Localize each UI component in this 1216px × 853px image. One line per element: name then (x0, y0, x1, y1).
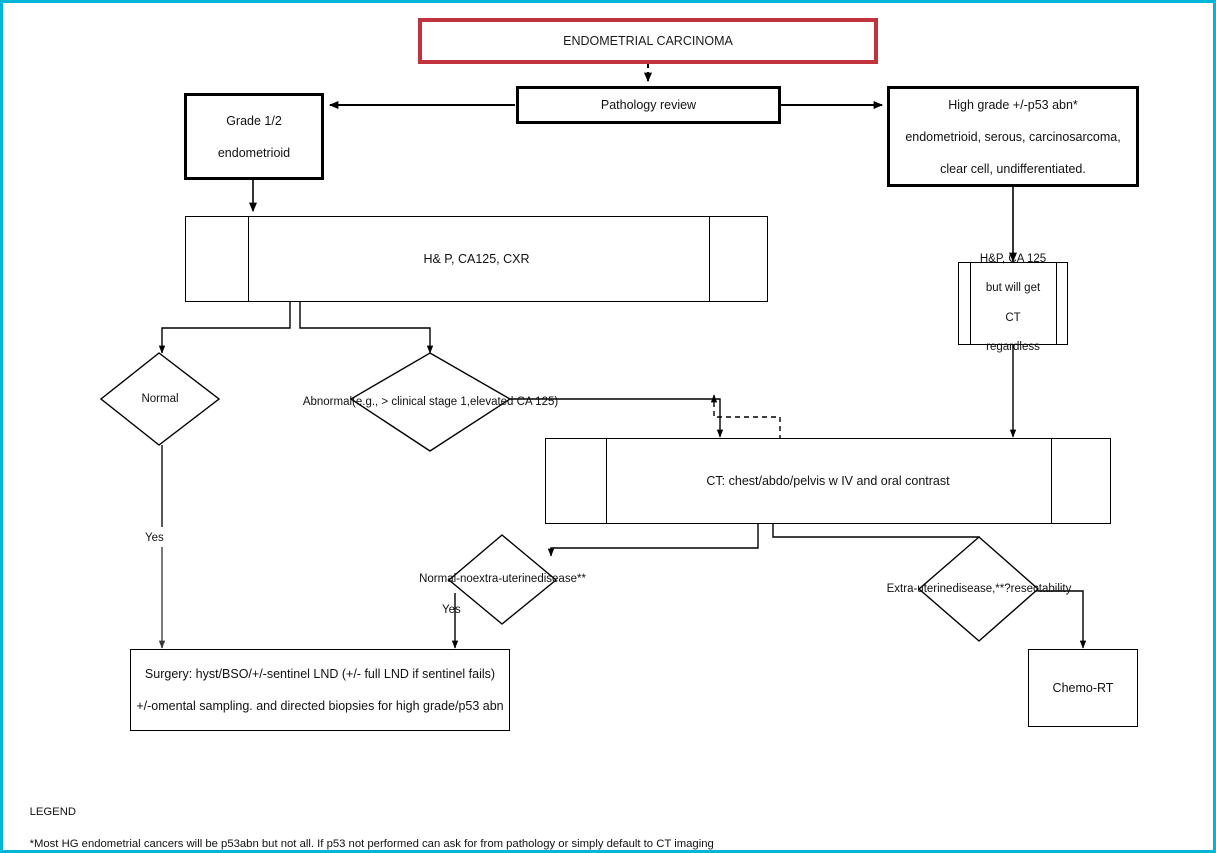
decision-extra-uterine-label: Extra-uterine disease,** ?resectability (887, 537, 1072, 641)
high-grade-line-2: endometrioid, serous, carcinosarcoma, (905, 129, 1121, 144)
edge-hp-to-abnormal (299, 302, 434, 354)
normal-no-line-3: disease** (537, 573, 586, 586)
surgery-line-2: +/-omental sampling. and directed biopsi… (136, 699, 504, 713)
legend-block: LEGEND *Most HG endometrial cancers will… (17, 788, 1114, 851)
node-grade-1-2-endometrioid[interactable]: Grade 1/2 endometrioid (184, 93, 324, 180)
edge-hp-to-normal (158, 302, 291, 354)
node-hp-ca125-cxr[interactable]: H& P, CA125, CXR (185, 216, 768, 302)
node-ct-scan[interactable]: CT: chest/abdo/pelvis w IV and oral cont… (545, 438, 1111, 524)
decision-normal-no-extra-uterine[interactable]: Normal-no extra-uterine disease** (419, 535, 586, 624)
node-hp-ca125-ct-regardless[interactable]: H&P, CA 125 but will get CT regardless (958, 253, 1068, 353)
high-grade-line-3: clear cell, undifferentiated. (940, 161, 1086, 176)
extra-uterine-line-1: Extra-uterine (886, 582, 953, 595)
legend-line-1: *Most HG endometrial cancers will be p53… (29, 838, 714, 851)
hp-divider-left (248, 217, 249, 301)
edge-label-yes-mid: Yes (442, 604, 461, 616)
hp-ca125-ct-label: H&P, CA 125 but will get CT regardless (980, 252, 1046, 355)
high-grade-label: High grade +/-p53 abn* endometrioid, ser… (905, 97, 1120, 177)
abnormal-line-1: Abnormal (302, 395, 353, 408)
node-high-grade[interactable]: High grade +/-p53 abn* endometrioid, ser… (887, 86, 1139, 187)
normal-no-line-1: Normal-no (419, 573, 473, 586)
edge-ct-feedback-dashed (710, 394, 781, 440)
title-box: ENDOMETRIAL CARCINOMA (418, 18, 878, 64)
hpct-line-2: but will get (985, 282, 1041, 295)
hpct-line-1: H&P, CA 125 (979, 252, 1047, 265)
decision-normal-no-label: Normal-no extra-uterine disease** (419, 535, 586, 624)
legend-heading: LEGEND (29, 806, 77, 819)
ct-divider-left (606, 439, 607, 523)
decision-extra-uterine-resectability[interactable]: Extra-uterine disease,** ?resectability (887, 537, 1072, 641)
surgery-line-1: Surgery: hyst/BSO/+/-sentinel LND (+/- f… (144, 667, 496, 681)
edge-ct-to-normalno (547, 524, 759, 557)
edge-extrauterine-to-chemort (1038, 590, 1087, 649)
ct-scan-label: CT: chest/abdo/pelvis w IV and oral cont… (706, 474, 950, 488)
node-chemo-rt[interactable]: Chemo-RT (1028, 649, 1138, 727)
grade12-line-1: Grade 1/2 (226, 113, 282, 128)
decision-normal[interactable]: Normal (101, 353, 219, 445)
hp-ca125-cxr-label: H& P, CA125, CXR (423, 252, 530, 266)
node-pathology-review[interactable]: Pathology review (516, 86, 781, 124)
edge-label-yes-left: Yes (145, 532, 164, 544)
node-surgery[interactable]: Surgery: hyst/BSO/+/-sentinel LND (+/- f… (130, 649, 510, 731)
hp-divider-right (709, 217, 710, 301)
extra-uterine-line-3: ?resectability (1004, 582, 1072, 595)
normal-no-line-2: extra-uterine (472, 573, 538, 586)
grade12-line-2: endometrioid (217, 145, 291, 160)
hpct-divider-right (1056, 263, 1057, 344)
chemo-rt-label: Chemo-RT (1052, 681, 1114, 695)
decision-abnormal[interactable]: Abnormal (e.g., > clinical stage 1, elev… (303, 353, 558, 451)
hpct-divider-left (970, 263, 971, 344)
extra-uterine-line-2: disease,** (952, 582, 1005, 595)
grade12-label: Grade 1/2 endometrioid (218, 113, 290, 161)
decision-abnormal-label: Abnormal (e.g., > clinical stage 1, elev… (303, 353, 558, 451)
abnormal-line-2: (e.g., > clinical stage 1, (352, 395, 470, 408)
decision-normal-label: Normal (141, 392, 179, 405)
surgery-label: Surgery: hyst/BSO/+/-sentinel LND (+/- f… (136, 666, 503, 714)
abnormal-line-3: elevated CA 125) (469, 395, 559, 408)
ct-divider-right (1051, 439, 1052, 523)
pathology-review-label: Pathology review (600, 98, 697, 112)
hpct-line-3: CT (1005, 311, 1021, 324)
title-label: ENDOMETRIAL CARCINOMA (563, 34, 733, 48)
high-grade-line-1: High grade +/-p53 abn* (948, 97, 1078, 112)
hpct-line-4: regardless (986, 341, 1040, 354)
